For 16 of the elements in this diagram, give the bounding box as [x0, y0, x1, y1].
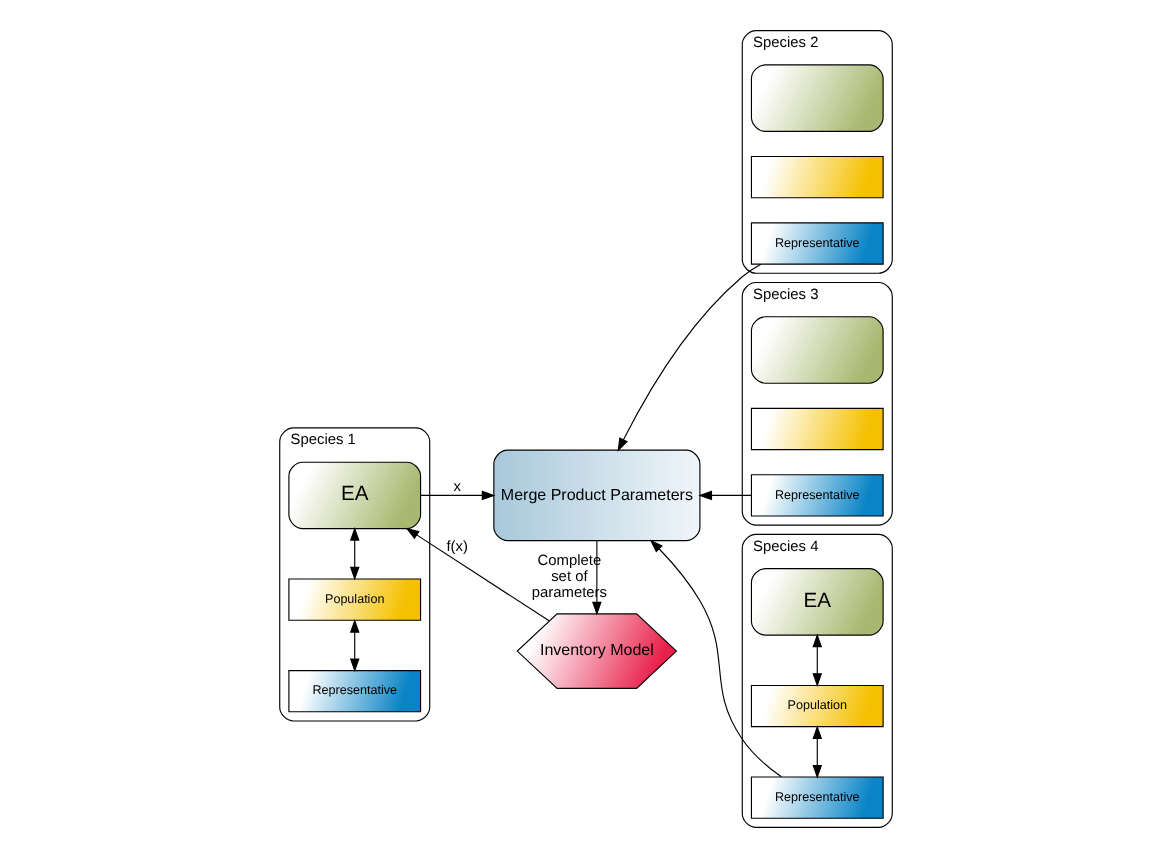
- node-box: EA: [288, 461, 422, 530]
- arrow: [592, 540, 602, 616]
- node-box: [750, 64, 884, 132]
- arrow: [649, 539, 782, 778]
- arrow: [812, 633, 823, 688]
- arrow: [420, 490, 496, 501]
- node-box: [750, 316, 884, 384]
- node-box: [750, 155, 884, 199]
- arrow: [349, 618, 360, 673]
- arrow: [617, 263, 762, 452]
- arrow: [812, 725, 823, 779]
- node-box: [750, 407, 884, 451]
- arrow: [405, 527, 550, 622]
- node-box: EA: [750, 568, 884, 636]
- arrow: [698, 490, 752, 501]
- arrow: [349, 526, 360, 581]
